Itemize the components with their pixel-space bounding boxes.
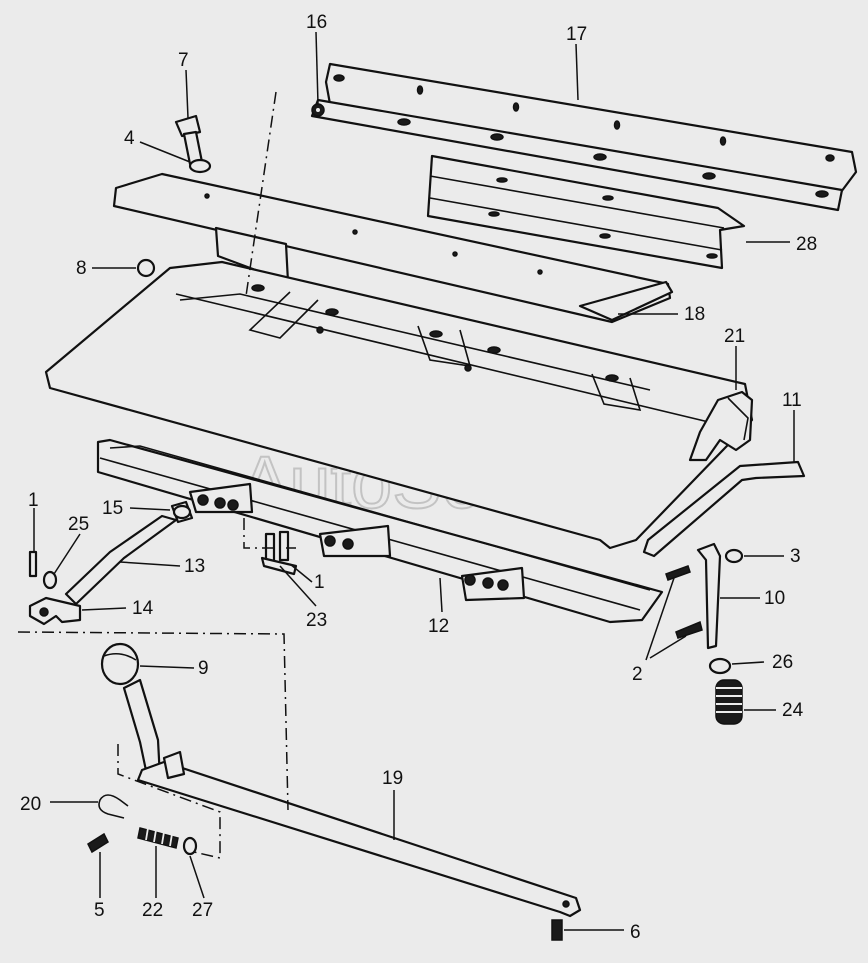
part-8-nut — [136, 258, 156, 278]
part-1-cotter-pins-pair — [260, 530, 298, 576]
callout-14: 14 — [132, 598, 154, 619]
callout-3: 3 — [790, 546, 801, 567]
callout-20: 20 — [20, 794, 41, 815]
callout-28: 28 — [796, 234, 817, 255]
callout-23: 23 — [306, 610, 327, 631]
part-3-clip — [724, 548, 744, 564]
part-12-lower-frame — [96, 438, 664, 624]
part-5-screw — [87, 832, 109, 854]
part-27-washer — [182, 836, 198, 856]
callout-19: 19 — [382, 768, 403, 789]
part-2-pin-lower — [675, 620, 703, 639]
part-16-rivet — [311, 103, 325, 117]
callout-4: 4 — [124, 128, 135, 149]
leader-lines — [33, 31, 795, 931]
part-9-knob — [100, 642, 140, 686]
callout-labels: 16 17 7 4 28 8 18 21 11 1 25 15 13 14 1 … — [20, 12, 817, 943]
callout-5: 5 — [94, 900, 105, 921]
callout-11: 11 — [782, 390, 802, 411]
part-24-spring — [715, 679, 743, 725]
callout-8: 8 — [76, 258, 87, 279]
part-28-angle-bracket — [426, 154, 746, 270]
callout-18: 18 — [684, 304, 705, 325]
callout-25: 25 — [68, 514, 89, 535]
part-4-upper-plate — [112, 172, 672, 324]
callout-26: 26 — [772, 652, 793, 673]
part-15-bushing — [170, 500, 194, 524]
part-2-pin-upper — [665, 565, 691, 581]
part-17-top-strip — [310, 62, 858, 212]
part-11-side-bracket — [642, 460, 806, 558]
callout-15: 15 — [102, 498, 123, 519]
main-panel — [44, 260, 754, 550]
assembly-guide-left — [17, 631, 289, 811]
part-20-u-clip — [98, 794, 129, 819]
callout-22: 22 — [142, 900, 163, 921]
callout-2: 2 — [632, 664, 643, 685]
callout-9: 9 — [198, 658, 209, 679]
callout-10: 10 — [764, 588, 785, 609]
callout-16: 16 — [306, 12, 327, 33]
callout-27: 27 — [192, 900, 213, 921]
callout-13: 13 — [184, 556, 205, 577]
part-18-hinge-bar — [578, 280, 674, 322]
callout-6: 6 — [630, 922, 641, 943]
part-26-washer — [708, 657, 732, 675]
part-14-clevis — [28, 596, 82, 626]
part-6-screw — [551, 919, 563, 941]
part-22-spring — [137, 827, 179, 849]
part-4-lock-washer — [188, 158, 212, 174]
callout-1-right: 1 — [314, 572, 325, 593]
part-7-bolt — [174, 114, 204, 166]
callout-1-left: 1 — [28, 490, 39, 511]
callout-7: 7 — [178, 50, 189, 71]
part-10-lever-rod — [696, 542, 722, 650]
assembly-guide-lever — [117, 744, 221, 859]
part-1-cotter-pin — [28, 550, 38, 578]
callout-17: 17 — [566, 24, 587, 45]
part-23-guide — [243, 518, 296, 549]
callout-12: 12 — [428, 616, 449, 637]
assembly-guide-top — [245, 91, 277, 297]
part-25-washer — [42, 570, 58, 590]
callout-21: 21 — [724, 326, 745, 347]
callout-24: 24 — [782, 700, 804, 721]
part-19-long-rod — [136, 750, 582, 918]
part-21-end-bracket — [688, 390, 754, 462]
